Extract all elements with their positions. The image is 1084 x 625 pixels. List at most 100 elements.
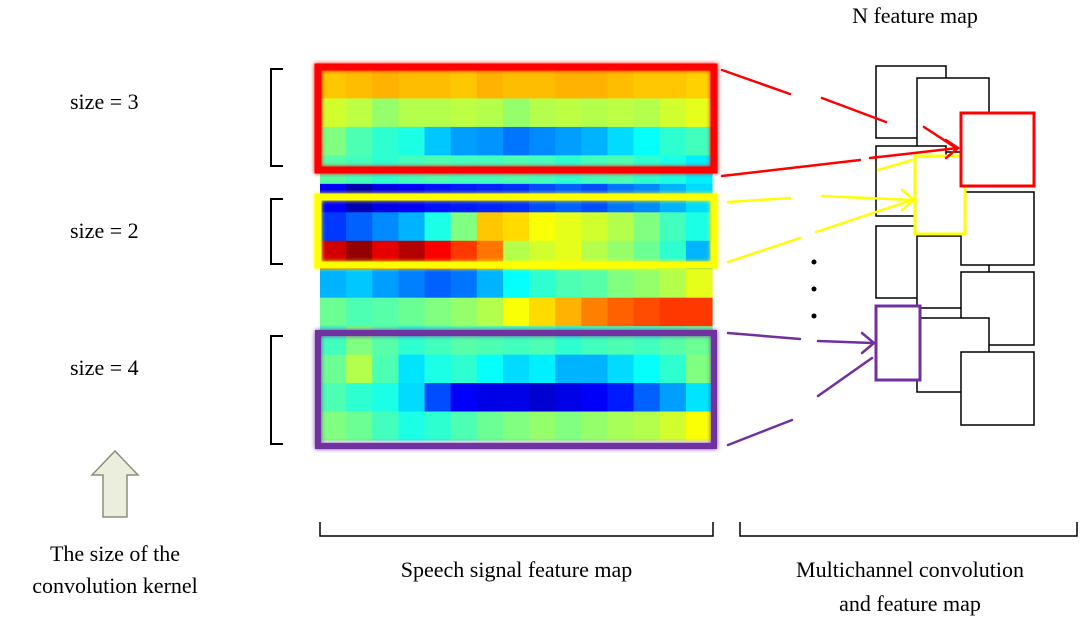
heatmap-cell <box>346 98 373 128</box>
heatmap-cell <box>424 354 452 384</box>
heatmap-cell <box>502 411 530 441</box>
heatmap-cell <box>346 354 373 384</box>
heatmap-cell <box>398 98 426 128</box>
heatmap-cell <box>424 98 452 128</box>
n-feature-map-title: N feature map <box>852 3 978 28</box>
heatmap-cell <box>529 98 556 128</box>
heatmap-cell <box>607 411 635 441</box>
heatmap-cell <box>320 70 347 100</box>
heatmap-cell <box>372 411 399 441</box>
heatmap-cell <box>372 383 399 413</box>
heatmap-cell <box>372 70 399 100</box>
heatmap-cell <box>320 383 347 413</box>
heatmap-cell <box>450 411 478 441</box>
kernel-box-size4 <box>315 330 717 449</box>
heatmap-cell <box>555 411 582 441</box>
kernel-caption-line1: The size of the <box>49 541 181 566</box>
heatmap-cell <box>633 126 661 156</box>
heatmap-cell <box>398 70 426 100</box>
feature-map-red <box>959 111 1036 188</box>
heatmap-cell <box>633 70 661 100</box>
heatmap-cell <box>320 98 347 128</box>
heatmap-cell <box>320 126 347 156</box>
heatmap-cell <box>581 70 609 100</box>
heatmap-cell <box>555 70 582 100</box>
heatmap-cell <box>502 70 530 100</box>
heatmap-cell <box>633 98 661 128</box>
heatmap-cell <box>685 354 713 384</box>
heatmap-cell <box>346 383 373 413</box>
bracket-size2 <box>270 198 283 265</box>
heatmap-cell <box>320 411 347 441</box>
heatmap-cell <box>685 297 713 327</box>
heatmap-cell <box>502 212 530 242</box>
heatmap-cell <box>633 212 661 242</box>
heatmap-cell <box>372 126 399 156</box>
heatmap-cell <box>581 383 609 413</box>
heatmap-cell <box>424 297 452 327</box>
heatmap-cell <box>346 212 373 242</box>
heatmap-cell <box>450 354 478 384</box>
heatmap-cell <box>372 354 399 384</box>
heatmap-cell <box>424 212 452 242</box>
heatmap-cell <box>581 126 609 156</box>
feature-map-stack <box>875 65 1035 426</box>
heatmap-cell <box>607 383 635 413</box>
heatmap-cell <box>555 269 582 299</box>
heatmap-cell <box>581 212 609 242</box>
heatmap-cell <box>581 269 609 299</box>
heatmap-cell <box>607 98 635 128</box>
heatmap-cell <box>320 212 347 242</box>
heatmap-cell <box>685 98 713 128</box>
speech-feature-heatmap <box>320 70 713 441</box>
heatmap-cell <box>607 70 635 100</box>
heatmap-cell <box>685 269 713 299</box>
feature-map-purple <box>874 304 922 382</box>
heatmap-cell <box>555 297 582 327</box>
heatmap-cell <box>633 354 661 384</box>
connectors-purple <box>726 331 876 447</box>
heatmap-cell <box>581 98 609 128</box>
heatmap-cell <box>450 70 478 100</box>
heatmap-cell <box>424 126 452 156</box>
bracket-multichannel <box>739 522 1078 537</box>
heatmap-cell <box>476 411 504 441</box>
heatmap-cell <box>398 212 426 242</box>
heatmap-cell <box>529 354 556 384</box>
heatmap-cell <box>633 269 661 299</box>
heatmap-cell <box>659 126 687 156</box>
bracket-size4 <box>270 335 283 445</box>
heatmap-cell <box>476 212 504 242</box>
heatmap-cell <box>424 269 452 299</box>
heatmap-cell <box>476 126 504 156</box>
kernel-box-size3 <box>314 63 718 174</box>
heatmap-cell <box>476 70 504 100</box>
heatmap-cell <box>633 383 661 413</box>
heatmap-cell <box>450 383 478 413</box>
connectors-yellow <box>726 158 916 264</box>
heatmap-cell <box>685 126 713 156</box>
heatmap-cell <box>607 354 635 384</box>
heatmap-cell <box>633 297 661 327</box>
up-arrow-icon <box>90 449 140 518</box>
heatmap-cell <box>581 354 609 384</box>
heatmap-cell <box>659 354 687 384</box>
heatmap-cell <box>372 98 399 128</box>
heatmap-cell <box>502 354 530 384</box>
kernel-box-size2 <box>314 193 718 269</box>
heatmap-cell <box>398 126 426 156</box>
heatmap-cell <box>476 269 504 299</box>
heatmap-cell <box>502 297 530 327</box>
heatmap-cell <box>450 269 478 299</box>
bracket-size3 <box>270 68 283 167</box>
heatmap-cell <box>581 297 609 327</box>
multichannel-caption-line2: and feature map <box>839 591 981 616</box>
heatmap-cell <box>607 269 635 299</box>
heatmap-cell <box>398 411 426 441</box>
heatmap-cell <box>529 383 556 413</box>
heatmap-cell <box>476 297 504 327</box>
heatmap-cell <box>346 269 373 299</box>
heatmap-cell <box>424 383 452 413</box>
heatmap-cell <box>659 269 687 299</box>
